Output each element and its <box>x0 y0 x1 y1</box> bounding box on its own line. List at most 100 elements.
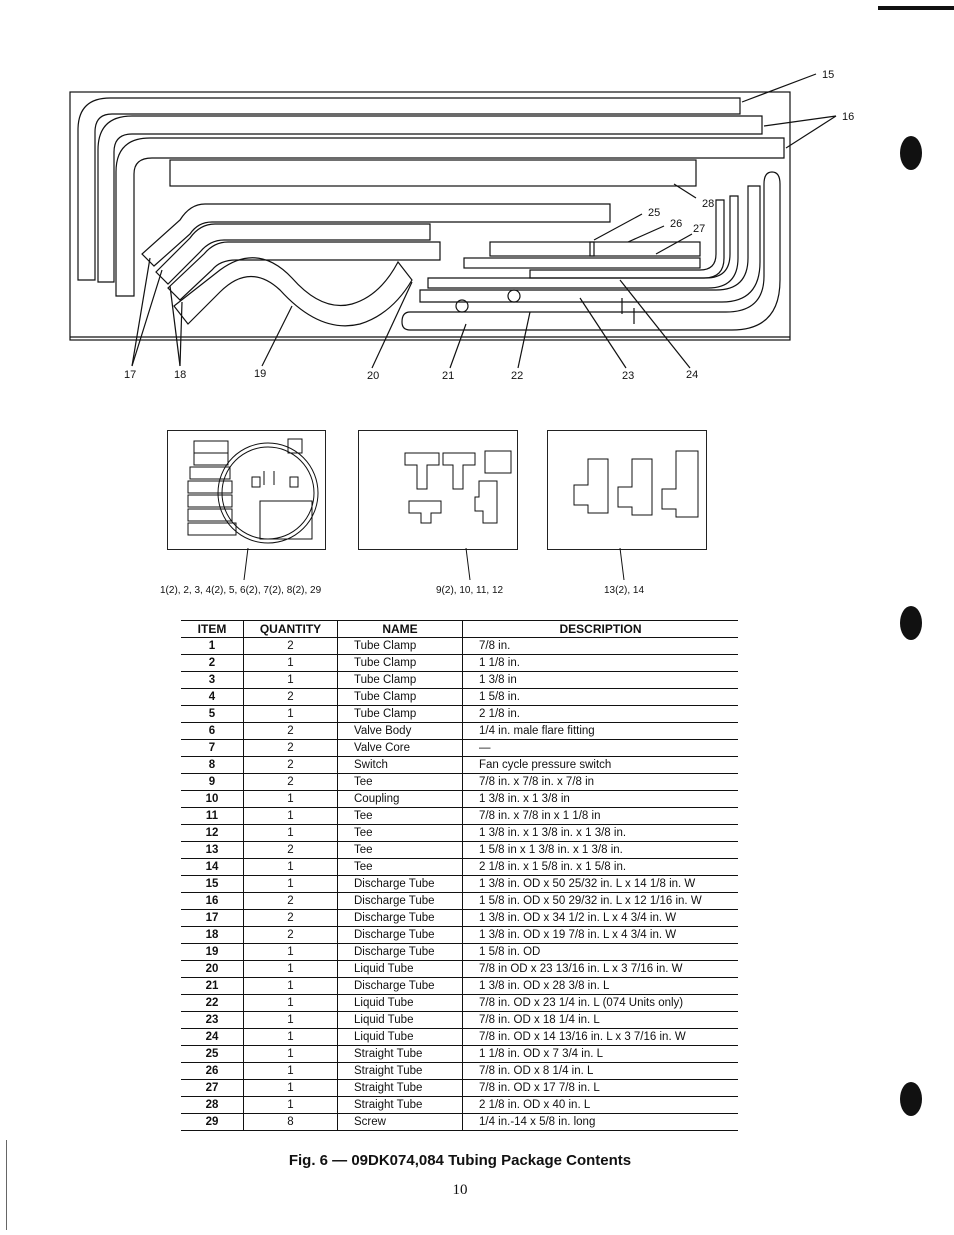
callout-27: 27 <box>693 223 706 235</box>
tube-25 <box>489 241 595 257</box>
cell-desc: 7/8 in. OD x 18 1/4 in. L <box>462 1011 738 1029</box>
tees2-caption: 13(2), 14 <box>604 585 645 596</box>
cell-name: Tee <box>337 858 463 876</box>
callout-28: 28 <box>702 198 715 210</box>
cell-desc: 7/8 in. x 7/8 in x 1 1/8 in <box>462 807 738 825</box>
cell-name: Valve Body <box>337 722 463 740</box>
cell-name: Coupling <box>337 790 463 808</box>
cell-desc: 1 3/8 in <box>462 671 738 689</box>
cell-name: Valve Core <box>337 739 463 757</box>
cell-item: 15 <box>181 875 244 893</box>
cell-name: Tube Clamp <box>337 671 463 689</box>
cell-item: 27 <box>181 1079 244 1097</box>
cell-qty: 2 <box>243 926 338 944</box>
cell-name: Screw <box>337 1113 463 1131</box>
cell-qty: 1 <box>243 705 338 723</box>
cell-qty: 1 <box>243 790 338 808</box>
cell-desc: 7/8 in. <box>462 637 738 655</box>
margin-bullet-icon <box>900 606 922 640</box>
cell-name: Discharge Tube <box>337 926 463 944</box>
page-number: 10 <box>452 1182 468 1198</box>
cell-name: Discharge Tube <box>337 875 463 893</box>
header-rule <box>878 6 954 10</box>
cell-item: 17 <box>181 909 244 927</box>
cell-qty: 1 <box>243 807 338 825</box>
header-name: NAME <box>337 620 463 638</box>
cell-item: 16 <box>181 892 244 910</box>
cell-name: Tee <box>337 773 463 791</box>
cell-item: 21 <box>181 977 244 995</box>
figure-caption: Fig. 6 — 09DK074,084 Tubing Package Cont… <box>288 1152 632 1169</box>
cell-qty: 1 <box>243 654 338 672</box>
cell-name: Discharge Tube <box>337 943 463 961</box>
cell-name: Liquid Tube <box>337 994 463 1012</box>
callout-16: 16 <box>842 111 855 123</box>
tube-23 <box>427 195 739 289</box>
tube-16 <box>97 115 763 283</box>
cell-desc: 7/8 in. x 7/8 in. x 7/8 in <box>462 773 738 791</box>
cell-qty: 1 <box>243 875 338 893</box>
cell-desc: 2 1/8 in. x 1 5/8 in. x 1 5/8 in. <box>462 858 738 876</box>
header-description: DESCRIPTION <box>462 620 738 638</box>
tube-22 <box>419 185 761 303</box>
tube-26 <box>589 241 701 257</box>
cell-desc: 1 3/8 in. x 1 3/8 in <box>462 790 738 808</box>
cell-desc: 1 5/8 in. <box>462 688 738 706</box>
cell-qty: 1 <box>243 994 338 1012</box>
cell-item: 14 <box>181 858 244 876</box>
tube-24 <box>529 199 725 279</box>
cell-qty: 2 <box>243 722 338 740</box>
cell-qty: 1 <box>243 1062 338 1080</box>
cell-desc: 1/4 in. male flare fitting <box>462 722 738 740</box>
cell-name: Tee <box>337 807 463 825</box>
cell-item: 19 <box>181 943 244 961</box>
cell-name: Liquid Tube <box>337 1028 463 1046</box>
cell-item: 1 <box>181 637 244 655</box>
cell-desc: 2 1/8 in. OD x 40 in. L <box>462 1096 738 1114</box>
cell-qty: 2 <box>243 773 338 791</box>
cell-qty: 2 <box>243 637 338 655</box>
cell-qty: 1 <box>243 671 338 689</box>
cell-desc: 1 5/8 in. OD <box>462 943 738 961</box>
cell-qty: 2 <box>243 909 338 927</box>
cell-name: Tee <box>337 824 463 842</box>
callout-21: 21 <box>442 370 455 382</box>
clamps-drawing <box>187 438 319 544</box>
margin-bullet-icon <box>900 136 922 170</box>
cell-item: 24 <box>181 1028 244 1046</box>
cell-item: 5 <box>181 705 244 723</box>
clamps-box <box>167 430 326 550</box>
cell-item: 23 <box>181 1011 244 1029</box>
tube-15 <box>77 97 741 281</box>
cell-item: 4 <box>181 688 244 706</box>
cell-name: Liquid Tube <box>337 960 463 978</box>
cell-item: 29 <box>181 1113 244 1131</box>
cell-qty: 2 <box>243 688 338 706</box>
cell-item: 10 <box>181 790 244 808</box>
cell-item: 7 <box>181 739 244 757</box>
cell-qty: 1 <box>243 858 338 876</box>
margin-line <box>6 1140 7 1230</box>
callout-17: 17 <box>124 369 137 381</box>
cell-name: Straight Tube <box>337 1062 463 1080</box>
table-header-row: ITEM QUANTITY NAME DESCRIPTION <box>181 620 738 638</box>
cell-name: Tube Clamp <box>337 705 463 723</box>
cell-item: 11 <box>181 807 244 825</box>
cell-item: 9 <box>181 773 244 791</box>
tubing-package-diagram <box>69 73 837 369</box>
